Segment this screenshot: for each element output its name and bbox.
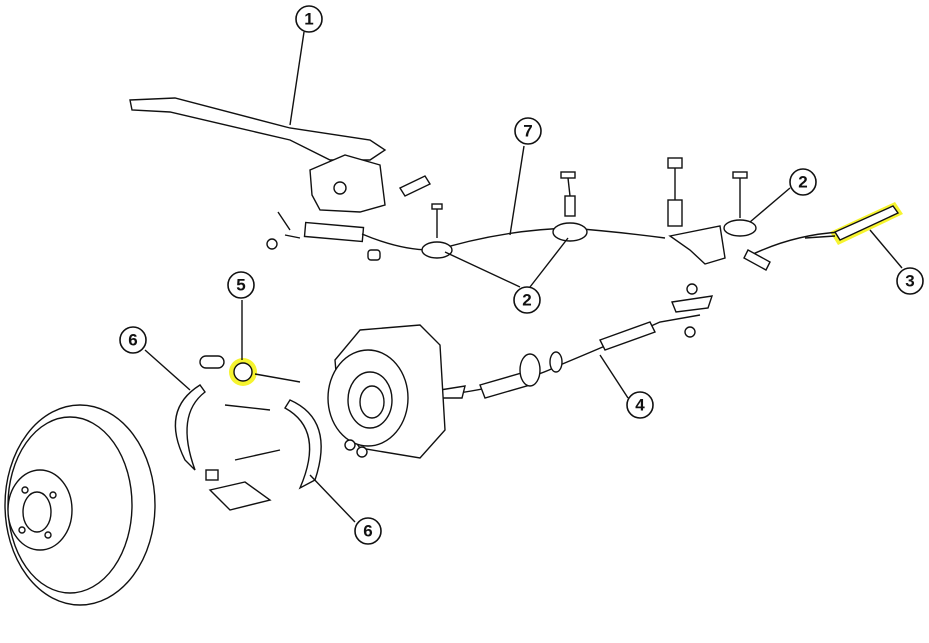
leader-lines bbox=[144, 31, 903, 523]
svg-text:1: 1 bbox=[304, 10, 313, 29]
callout-7: 7 bbox=[514, 117, 542, 145]
callout-2a: 2 bbox=[789, 168, 817, 196]
handbrake-lever bbox=[129, 97, 432, 261]
svg-text:3: 3 bbox=[905, 272, 914, 291]
brake-shoes bbox=[174, 355, 322, 511]
callout-5: 5 bbox=[227, 271, 255, 299]
hub-knuckle bbox=[327, 324, 446, 459]
cable-and-pulleys bbox=[421, 157, 841, 271]
cable-adjuster bbox=[804, 205, 900, 241]
svg-text:6: 6 bbox=[363, 522, 372, 541]
highlights bbox=[45, 202, 903, 503]
svg-text:5: 5 bbox=[236, 276, 245, 295]
svg-text:2: 2 bbox=[798, 173, 807, 192]
callout-3: 3 bbox=[896, 267, 924, 295]
svg-text:4: 4 bbox=[635, 396, 645, 415]
rear-cable bbox=[439, 283, 714, 399]
brake-disc bbox=[4, 404, 156, 606]
svg-text:7: 7 bbox=[523, 122, 532, 141]
callout-1: 1 bbox=[295, 5, 323, 33]
svg-text:6: 6 bbox=[128, 331, 137, 350]
callout-6b: 6 bbox=[354, 517, 382, 545]
callout-6a: 6 bbox=[119, 326, 147, 354]
callout-4: 4 bbox=[626, 391, 654, 419]
svg-text:2: 2 bbox=[522, 291, 531, 310]
callout-2b: 2 bbox=[513, 286, 541, 314]
